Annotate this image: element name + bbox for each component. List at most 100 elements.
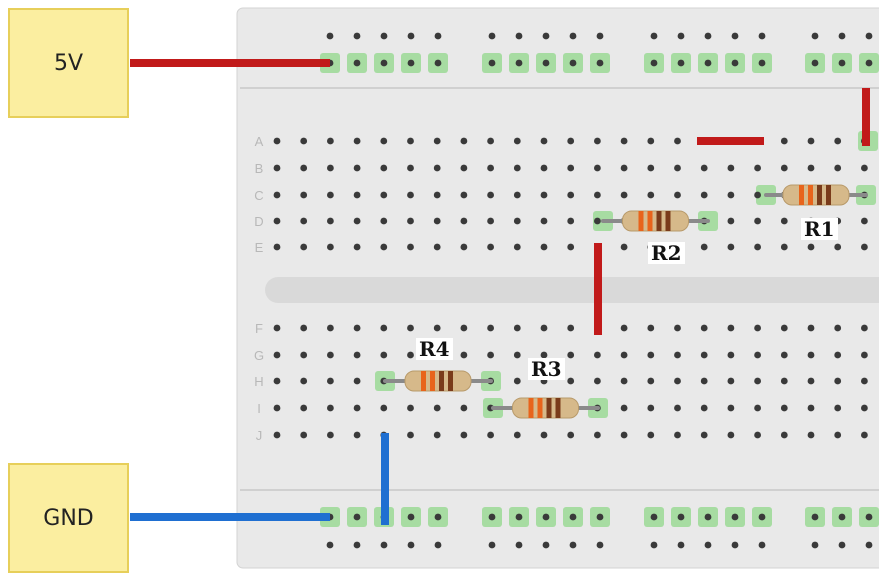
terminal-hole xyxy=(780,243,788,251)
row-letter-g: G xyxy=(254,348,264,363)
row-letter-h: H xyxy=(254,374,263,389)
rail-hole xyxy=(865,32,873,40)
resistor-r4-band xyxy=(448,371,453,391)
terminal-hole xyxy=(834,351,842,359)
terminal-hole xyxy=(540,137,548,145)
terminal-hole xyxy=(273,324,281,332)
terminal-hole xyxy=(727,377,735,385)
row-letter-f: F xyxy=(255,321,263,336)
terminal-hole xyxy=(460,164,468,172)
terminal-hole xyxy=(647,164,655,172)
terminal-hole xyxy=(674,164,681,172)
resistor-r4-body xyxy=(404,370,472,392)
terminal-hole xyxy=(807,351,815,359)
terminal-hole xyxy=(594,217,601,225)
rail-hole xyxy=(811,59,819,67)
terminal-hole xyxy=(407,137,414,145)
terminal-hole xyxy=(780,431,788,439)
terminal-hole xyxy=(353,191,361,199)
terminal-hole xyxy=(861,351,868,359)
rail-hole xyxy=(488,32,496,40)
terminal-hole xyxy=(433,137,441,145)
terminal-hole xyxy=(674,351,681,359)
terminal-hole xyxy=(861,404,868,412)
terminal-hole xyxy=(300,351,308,359)
terminal-hole xyxy=(513,324,521,332)
terminal-hole xyxy=(594,191,601,199)
terminal-hole xyxy=(834,243,842,251)
terminal-hole xyxy=(674,191,681,199)
terminal-hole xyxy=(327,404,334,412)
terminal-hole xyxy=(300,404,308,412)
terminal-hole xyxy=(273,137,281,145)
terminal-hole xyxy=(273,404,281,412)
rail-hole xyxy=(515,541,523,549)
rail-hole xyxy=(542,59,550,67)
terminal-hole xyxy=(540,351,548,359)
terminal-hole xyxy=(460,431,468,439)
terminal-hole xyxy=(300,137,308,145)
terminal-hole xyxy=(540,243,548,251)
resistor-r4-label: R4 xyxy=(416,338,453,360)
resistor-r3-band xyxy=(537,398,543,418)
terminal-hole xyxy=(273,191,281,199)
terminal-hole xyxy=(567,137,575,145)
rail-hole xyxy=(731,513,739,521)
resistor-r1-band xyxy=(808,185,813,205)
terminal-hole xyxy=(700,431,708,439)
terminal-hole xyxy=(754,217,761,225)
terminal-hole xyxy=(407,351,414,359)
rail-hole xyxy=(515,32,523,40)
terminal-hole xyxy=(353,164,361,172)
rail-hole xyxy=(811,513,819,521)
rail-hole xyxy=(731,541,739,549)
terminal-hole xyxy=(300,377,308,385)
terminal-hole xyxy=(807,243,815,251)
terminal-hole xyxy=(353,217,361,225)
terminal-hole xyxy=(327,243,334,251)
terminal-hole xyxy=(487,243,494,251)
terminal-hole xyxy=(567,351,575,359)
terminal-hole xyxy=(380,191,388,199)
rail-hole xyxy=(407,513,415,521)
rail-hole xyxy=(542,513,550,521)
terminal-hole xyxy=(327,351,334,359)
terminal-hole xyxy=(407,404,414,412)
terminal-hole xyxy=(727,351,735,359)
terminal-hole xyxy=(647,191,655,199)
rail-hole xyxy=(596,541,604,549)
rail-hole xyxy=(704,59,712,67)
terminal-hole xyxy=(300,164,308,172)
terminal-hole xyxy=(327,217,334,225)
rail-hole xyxy=(650,32,658,40)
rail-hole xyxy=(569,59,577,67)
terminal-hole xyxy=(353,137,361,145)
rail-hole xyxy=(811,32,819,40)
rail-hole xyxy=(488,541,496,549)
resistors xyxy=(383,184,868,419)
terminal-hole xyxy=(273,217,281,225)
rail-hole xyxy=(380,59,388,67)
terminal-hole xyxy=(327,164,334,172)
terminal-hole xyxy=(620,164,628,172)
terminal-hole xyxy=(460,191,468,199)
terminal-hole xyxy=(327,324,334,332)
terminal-hole xyxy=(433,404,441,412)
terminal-hole xyxy=(647,404,655,412)
terminal-hole xyxy=(407,191,414,199)
terminal-hole xyxy=(834,324,842,332)
resistor-r3-label: R3 xyxy=(528,358,565,380)
terminal-hole xyxy=(700,324,708,332)
terminal-hole xyxy=(754,164,761,172)
terminal-hole xyxy=(807,431,815,439)
terminal-hole xyxy=(807,324,815,332)
resistor-r1-body xyxy=(782,184,850,206)
resistor-r2-band xyxy=(647,211,653,231)
terminal-hole xyxy=(780,377,788,385)
rail-hole xyxy=(731,59,739,67)
terminal-hole xyxy=(807,404,815,412)
terminal-hole xyxy=(620,404,628,412)
terminal-hole xyxy=(700,243,708,251)
terminal-hole xyxy=(513,217,521,225)
terminal-hole xyxy=(380,404,388,412)
